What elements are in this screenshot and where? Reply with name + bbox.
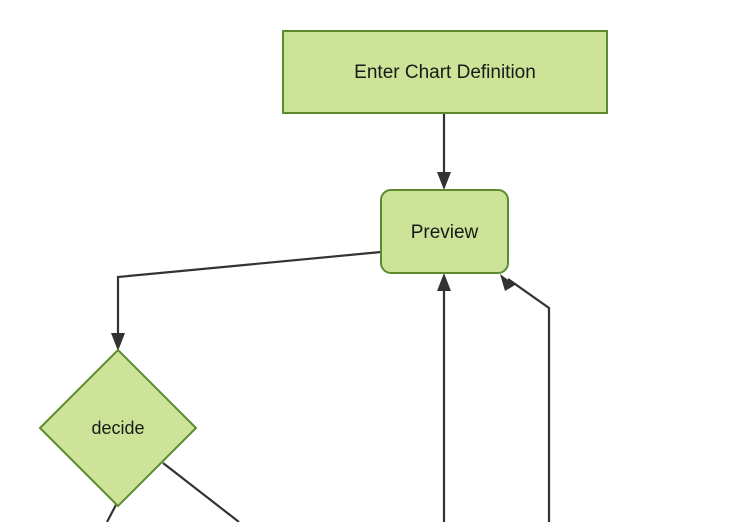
edge-enter-to-preview: [437, 113, 451, 190]
edge-preview-to-decide: [111, 250, 382, 351]
arrowhead-icon: [111, 333, 125, 351]
node-decide[interactable]: decide: [38, 348, 198, 508]
edge-decide-down-right: [162, 462, 240, 522]
node-shape-diamond[interactable]: [38, 348, 198, 508]
arrowhead-icon: [437, 172, 451, 190]
node-enter-chart-definition[interactable]: Enter Chart Definition: [282, 30, 608, 114]
arrowhead-icon: [437, 273, 451, 291]
node-shape-rectangle[interactable]: [282, 30, 608, 114]
edge-offscreen-right-to-preview: [500, 274, 551, 522]
edge-line: [116, 250, 382, 341]
edge-offscreen-center-to-preview: [437, 273, 451, 522]
arrowhead-icon: [500, 274, 515, 291]
node-shape-rounded-rectangle[interactable]: [380, 189, 509, 274]
edge-line: [162, 462, 240, 522]
node-preview[interactable]: Preview: [380, 189, 509, 274]
edge-line: [507, 278, 551, 522]
